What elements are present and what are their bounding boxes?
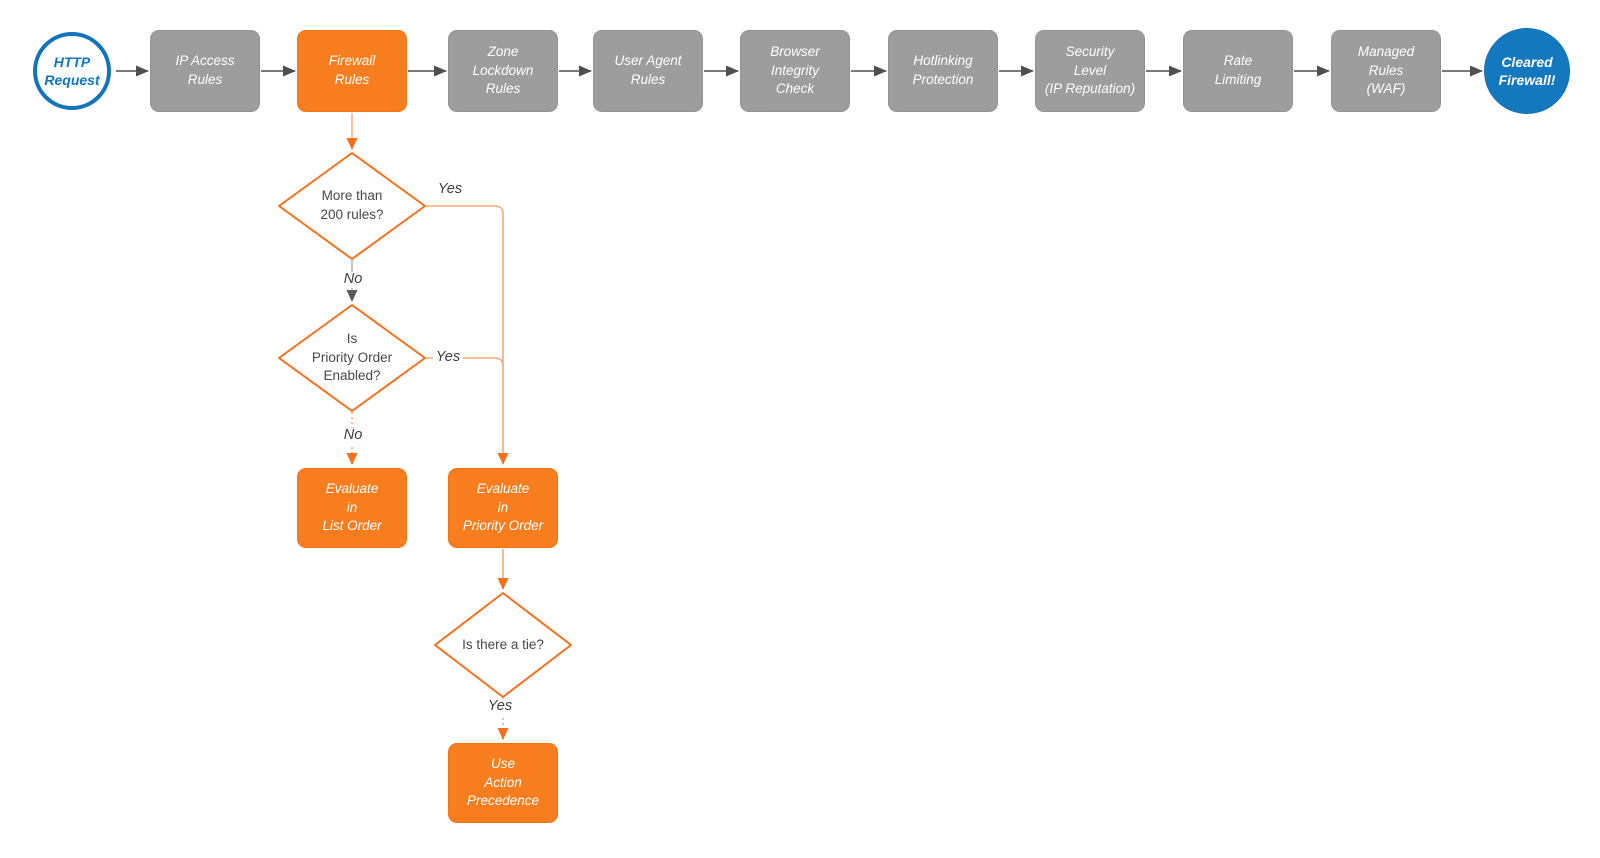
node-ip-access-rules: IP Access Rules (150, 30, 260, 112)
decision-priority-enabled-label: Is Priority Order Enabled? (311, 330, 393, 384)
edge-label-tie-yes: Yes (484, 698, 516, 715)
node-zone-lockdown-rules: Zone Lockdown Rules (448, 30, 558, 112)
node-evaluate-list-order: Evaluate in List Order (297, 468, 407, 548)
node-managed-rules-waf: Managed Rules (WAF) (1331, 30, 1441, 112)
edge-label-priority-enabled-no: No (340, 427, 366, 444)
node-http-request: HTTP Request (33, 32, 111, 110)
decision-diamond-priority-enabled (278, 304, 426, 412)
node-use-action-precedence: Use Action Precedence (448, 743, 558, 823)
edge-label-priority-enabled-yes: Yes (432, 349, 464, 366)
edge-label-more-than-200-yes: Yes (437, 181, 463, 198)
node-firewall-rules: Firewall Rules (297, 30, 407, 112)
node-evaluate-priority-order: Evaluate in Priority Order (448, 468, 558, 548)
node-security-level: Security Level (IP Reputation) (1035, 30, 1145, 112)
node-user-agent-rules: User Agent Rules (593, 30, 703, 112)
decision-diamond-is-there-a-tie (434, 592, 572, 698)
decision-more-than-200-label: More than 200 rules? (320, 188, 384, 222)
node-browser-integrity-check: Browser Integrity Check (740, 30, 850, 112)
decision-is-there-a-tie-label: Is there a tie? (462, 636, 544, 652)
node-hotlinking-protection: Hotlinking Protection (888, 30, 998, 112)
edge-label-more-than-200-no: No (340, 271, 366, 288)
node-cleared-firewall: Cleared Firewall! (1484, 28, 1570, 114)
decision-diamond-more-than-200 (278, 152, 426, 260)
edge-decision-200-yes (426, 205, 509, 465)
edge-decision-priority-yes (426, 357, 504, 367)
node-rate-limiting: Rate Limiting (1183, 30, 1293, 112)
